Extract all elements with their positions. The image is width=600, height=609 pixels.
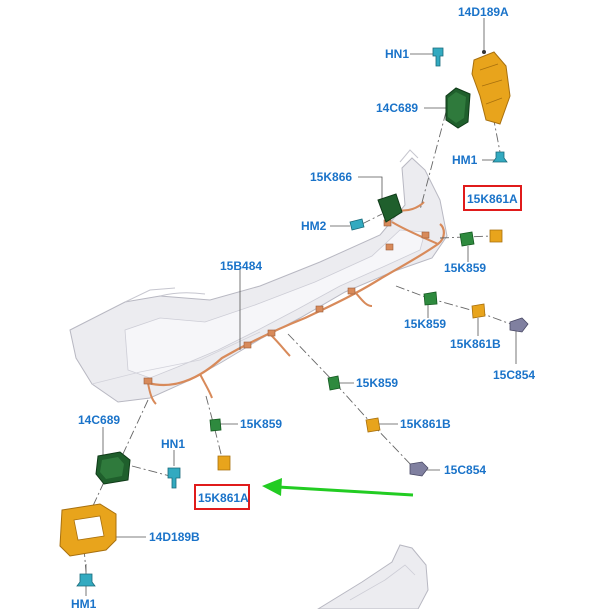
sensor-icon — [471, 303, 486, 319]
bumper-top-flange — [124, 149, 419, 303]
bracket-top-dot — [482, 50, 486, 54]
dashdot-center — [287, 333, 415, 469]
harness-main — [147, 223, 445, 387]
dashdot-lower-left — [205, 395, 223, 459]
label-hm1-top: HM1 — [452, 153, 478, 167]
sensor-icon — [365, 417, 381, 433]
label-sensor-lower-right: 15K861B — [400, 417, 451, 431]
label-hm2: HM2 — [301, 219, 327, 233]
clip-hm1-top — [492, 151, 508, 163]
dashdot-sensor-top — [439, 235, 493, 239]
bumper-lower-partial — [317, 544, 429, 609]
sensor-icon — [217, 455, 231, 471]
bumper-inner-surface — [124, 229, 426, 379]
clip-hn1-left — [167, 467, 181, 489]
module-left-face — [100, 457, 124, 479]
clip-hm2 — [349, 218, 365, 231]
label-harness-clip: 15K866 — [310, 170, 352, 184]
arrow-shaft — [277, 485, 414, 497]
sensor-icon — [509, 317, 529, 333]
label-connector-center: 15K859 — [356, 376, 398, 390]
label-module-left: 14C689 — [78, 413, 120, 427]
part-labels: 14D189A HN1 14C689 HM1 15K866 15K861A HM… — [71, 5, 535, 609]
module-icon — [377, 193, 403, 223]
connector-center — [327, 375, 341, 391]
bumper-main — [69, 157, 448, 403]
module-icon — [445, 87, 471, 129]
bracket-icon — [471, 50, 511, 125]
connector-right-mid — [423, 291, 438, 306]
clip-hn1-top — [432, 47, 444, 67]
label-gray-sensor-right: 15C854 — [493, 368, 535, 382]
clip-hm1-bottom — [76, 573, 96, 587]
sensor-top-highlight — [489, 229, 503, 243]
dashdot-bracket-left — [91, 481, 105, 509]
harness-branch-left — [147, 373, 213, 405]
sensor-lower-right — [365, 417, 381, 433]
label-connector-lower-left: 15K859 — [240, 417, 282, 431]
connector-icon — [327, 375, 341, 391]
label-module-top: 14C689 — [376, 101, 418, 115]
sensor-bottom-highlight — [217, 455, 231, 471]
connector-icon — [423, 291, 438, 306]
bracket-icon — [59, 503, 117, 557]
harness-node — [267, 329, 276, 337]
dashdot-right-mid — [395, 285, 517, 327]
bracket-top-detail — [479, 63, 503, 105]
label-sensor-bottom-highlight: 15K861A — [198, 491, 249, 505]
harness-node — [385, 243, 394, 251]
bracket-left-hole — [73, 515, 105, 541]
connector-lower-left — [209, 418, 222, 432]
module-top-face — [448, 92, 466, 123]
harness-node — [315, 305, 324, 313]
dashdot-hm2 — [361, 213, 383, 225]
bracket-top-body — [471, 51, 511, 125]
label-hm1-bottom: HM1 — [71, 597, 97, 609]
connector-right-upper — [459, 231, 475, 247]
gray-sensor-right — [509, 317, 529, 333]
harness-node — [421, 231, 430, 239]
clip-icon — [76, 573, 96, 587]
label-bracket-top: 14D189A — [458, 5, 509, 19]
sensor-right-mid — [471, 303, 486, 319]
bumper-cover — [69, 149, 448, 403]
connector-icon — [209, 418, 222, 432]
sensor-icon — [489, 229, 503, 243]
dashdot-hn1-left — [131, 465, 171, 477]
harness-node — [243, 341, 252, 349]
label-connector-right-mid: 15K859 — [404, 317, 446, 331]
sensor-icon — [409, 461, 429, 477]
label-sensor-top-highlight: 15K861A — [467, 192, 518, 206]
bumper-lower-partial-inner — [349, 564, 416, 601]
dashdot-module-left — [121, 399, 149, 457]
label-hn1-top: HN1 — [385, 47, 409, 61]
harness-node — [143, 377, 153, 385]
highlight-box-top — [463, 185, 522, 211]
clip-icon — [492, 151, 508, 163]
module-icon — [95, 451, 131, 485]
bumper-lower-edge — [91, 331, 261, 385]
label-hn1-left: HN1 — [161, 437, 185, 451]
clip-icon — [349, 218, 365, 231]
label-bracket-left: 14D189B — [149, 530, 200, 544]
harness-node — [347, 287, 356, 295]
harness-branch-center — [269, 291, 373, 357]
wiring-harness — [143, 201, 445, 405]
harness-clip-15k866 — [377, 193, 403, 223]
harness-connectors — [143, 219, 430, 385]
label-harness: 15B484 — [220, 259, 262, 273]
clip-icon — [432, 47, 444, 67]
clip-icon — [167, 467, 181, 489]
label-gray-sensor-lower: 15C854 — [444, 463, 486, 477]
connector-icon — [459, 231, 475, 247]
label-connector-right-upper: 15K859 — [444, 261, 486, 275]
arrow-icon — [262, 478, 414, 497]
arrow-head — [262, 478, 282, 496]
gray-sensor-lower — [409, 461, 429, 477]
leader-15k866 — [358, 176, 383, 200]
label-sensor-right-mid: 15K861B — [450, 337, 501, 351]
highlight-box-bottom — [194, 484, 250, 510]
